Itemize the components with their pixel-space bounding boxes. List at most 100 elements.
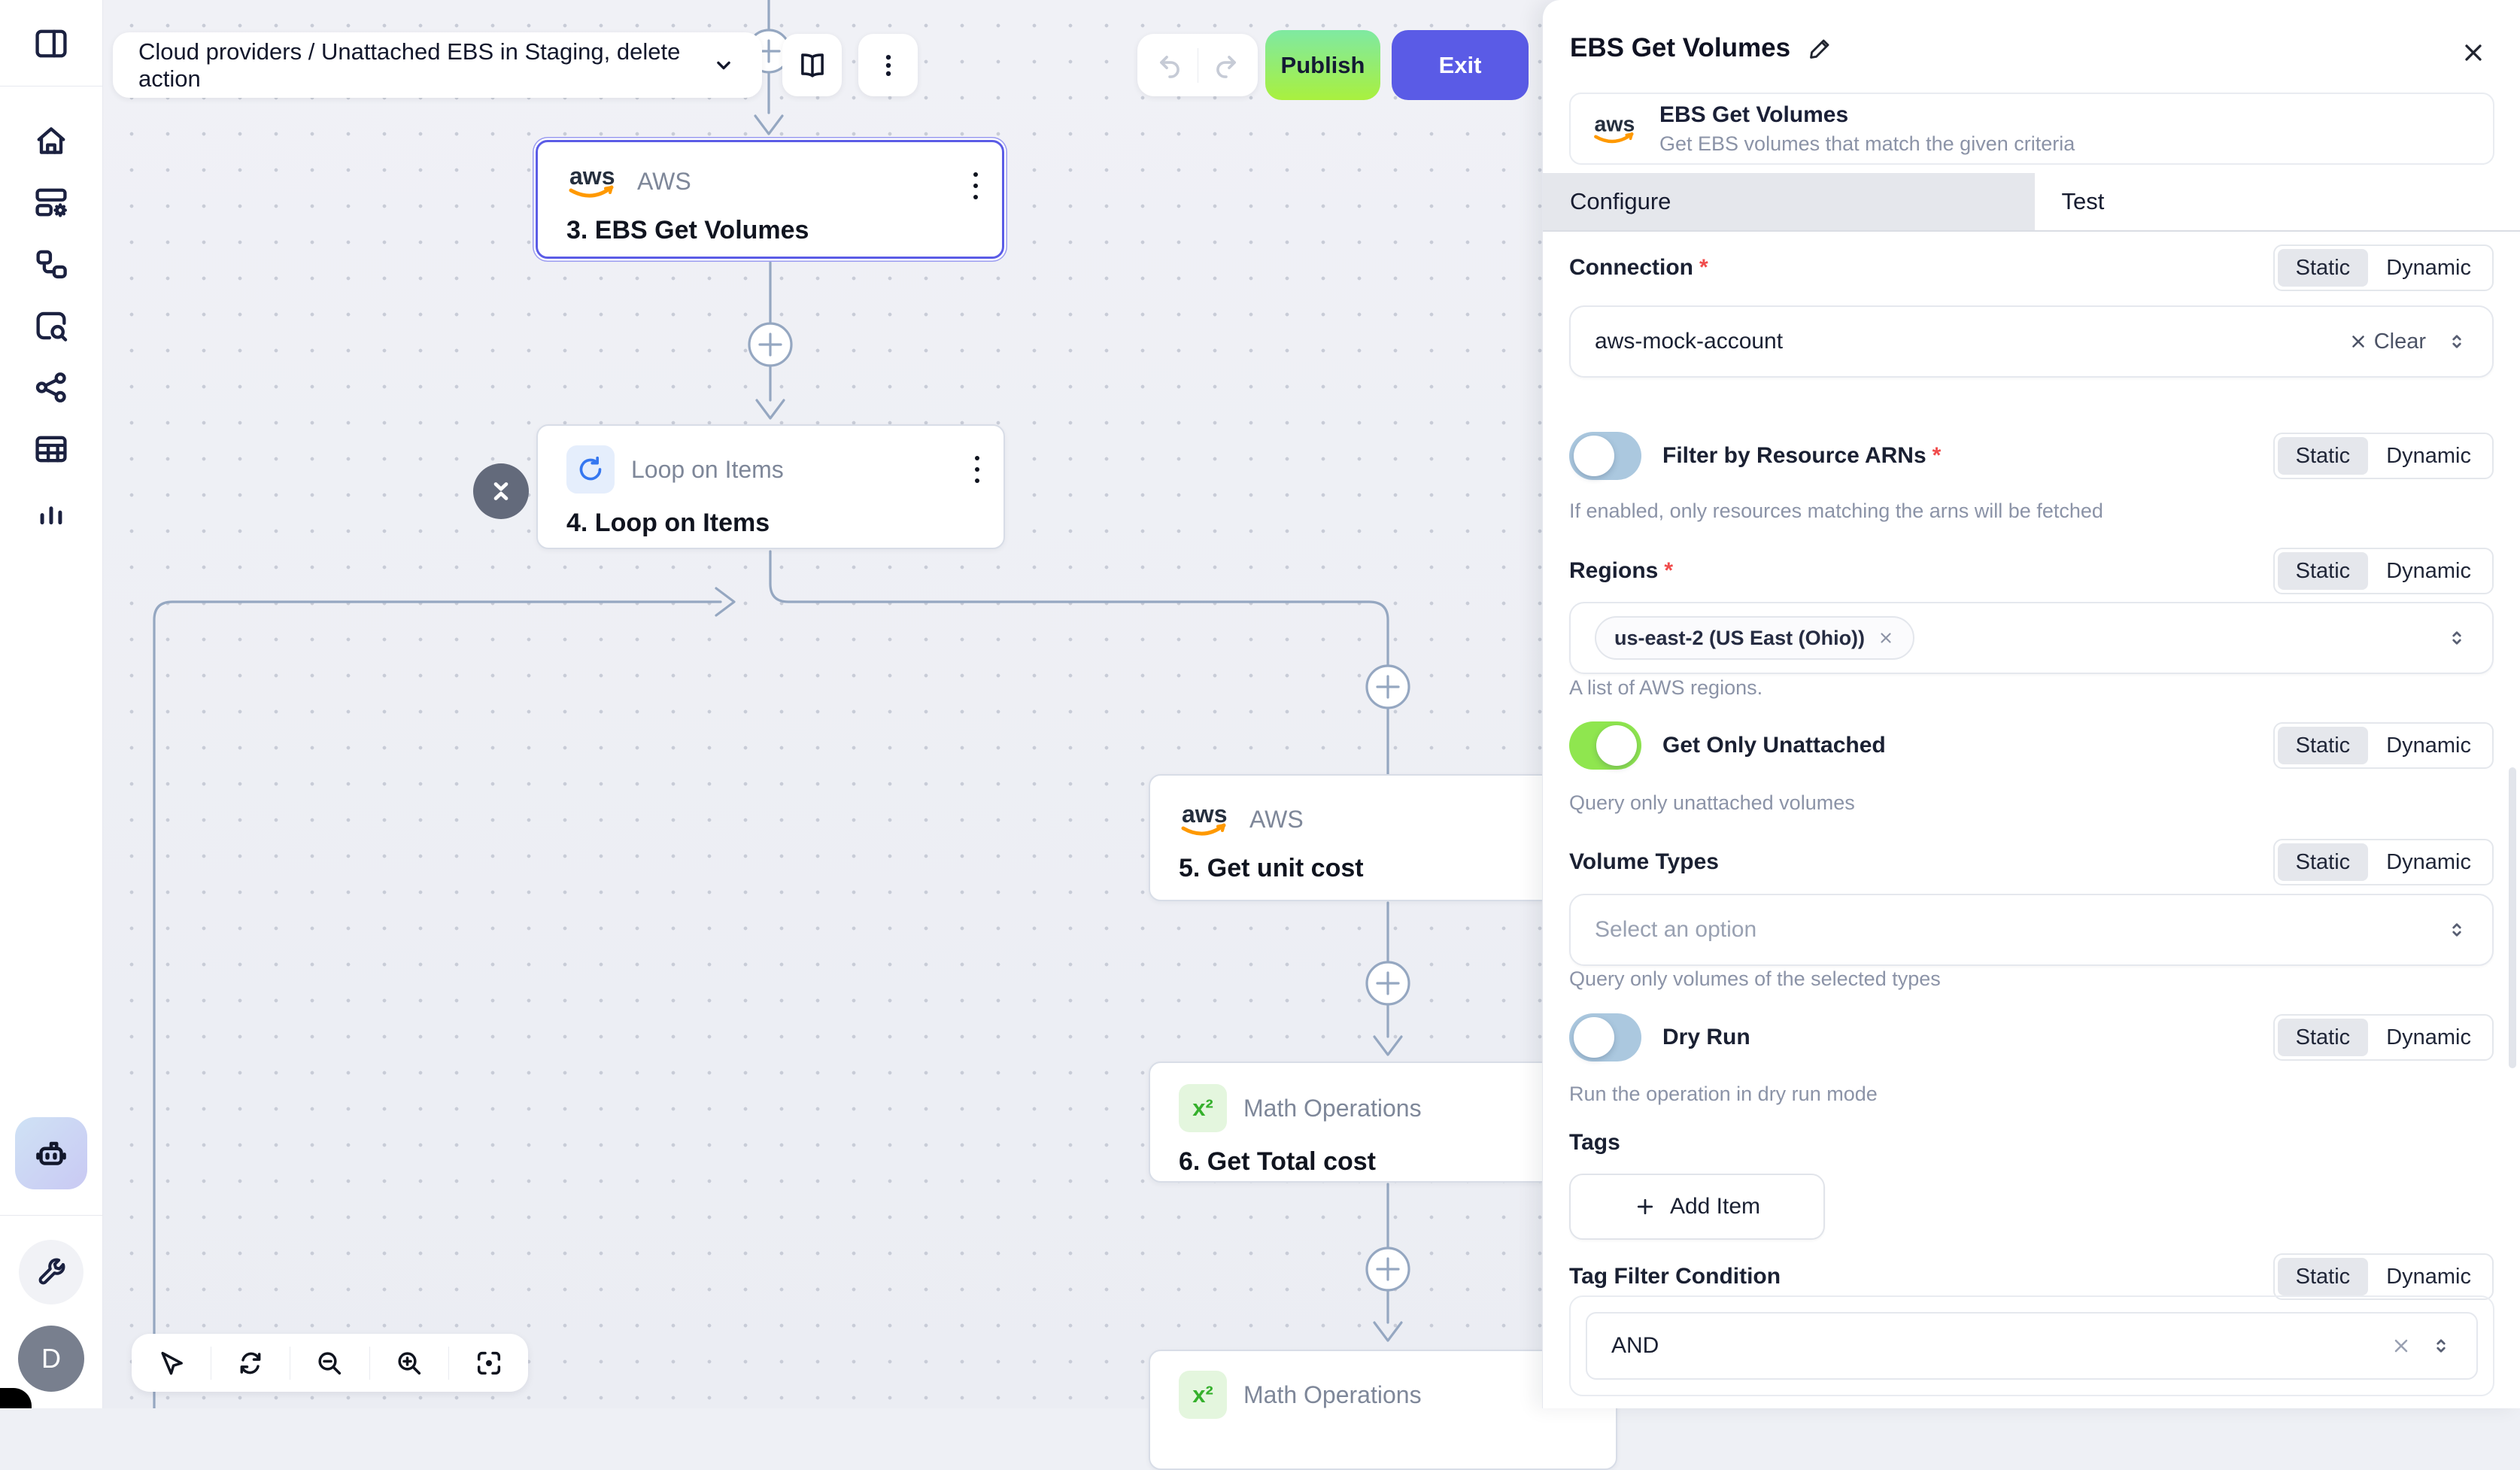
aws-logo-icon: aws (1179, 800, 1233, 839)
tags-label-row: Tags (1569, 1118, 2494, 1168)
filter-arns-toggle[interactable] (1569, 432, 1641, 480)
undo-button[interactable] (1149, 51, 1190, 80)
node-ebs-get-volumes[interactable]: aws AWS 3. EBS Get Volumes (536, 140, 1004, 259)
static-option[interactable]: Static (2278, 1019, 2369, 1056)
dynamic-option[interactable]: Dynamic (2368, 843, 2489, 881)
dynamic-option[interactable]: Dynamic (2368, 437, 2489, 475)
dry-run-toggle[interactable] (1569, 1013, 1641, 1061)
workflow-selector-dropdown[interactable]: Cloud providers / Unattached EBS in Stag… (113, 32, 762, 98)
tag-filter-group: AND (1569, 1295, 2494, 1396)
static-option[interactable]: Static (2278, 437, 2369, 475)
kebab-menu-icon (873, 50, 903, 80)
edit-name-icon[interactable] (1807, 35, 1834, 62)
close-panel-button[interactable] (2457, 36, 2490, 69)
dynamic-option[interactable]: Dynamic (2368, 552, 2489, 590)
volume-types-static-dynamic: Static Dynamic (2273, 839, 2494, 885)
sidebar-item-analytics[interactable] (30, 490, 72, 532)
tag-filter-condition-label-row: Tag Filter Condition Static Dynamic (1569, 1252, 2494, 1301)
canvas-menu-button[interactable] (858, 34, 918, 96)
node-app-label: AWS (637, 168, 691, 196)
node-app-label: Math Operations (1243, 1095, 1422, 1122)
regions-multiselect[interactable]: us-east-2 (US East (Ohio)) (1569, 602, 2494, 674)
tab-configure[interactable]: Configure (1543, 173, 2035, 230)
sidebar-item-builder[interactable] (30, 181, 72, 223)
exit-button[interactable]: Exit (1392, 30, 1529, 100)
canvas-tools (132, 1334, 528, 1392)
get-only-unattached-toggle[interactable] (1569, 721, 1641, 770)
node-app-label: Math Operations (1243, 1381, 1422, 1409)
static-option[interactable]: Static (2278, 843, 2369, 881)
node-menu-button[interactable] (970, 451, 984, 487)
action-config-panel: EBS Get Volumes aws EBS Get Volumes Get … (1542, 0, 2520, 1408)
select-chevrons-icon (2446, 330, 2468, 353)
tab-test[interactable]: Test (2035, 173, 2520, 230)
sidebar-item-workflows[interactable] (30, 243, 72, 285)
volume-types-select[interactable]: Select an option (1569, 894, 2494, 966)
zoom-out-button[interactable] (307, 1341, 352, 1386)
node-menu-button[interactable] (969, 168, 982, 204)
sidebar-item-tables[interactable] (30, 428, 72, 470)
svg-text:aws: aws (1182, 800, 1227, 828)
clear-connection-button[interactable]: Clear (2348, 330, 2426, 354)
pointer-tool-button[interactable] (148, 1341, 193, 1386)
dynamic-option[interactable]: Dynamic (2368, 727, 2489, 764)
fit-view-button[interactable] (466, 1341, 512, 1386)
ai-assistant-button[interactable] (15, 1117, 87, 1189)
book-icon (797, 50, 828, 81)
refresh-button[interactable] (228, 1341, 273, 1386)
aws-logo-icon: aws (566, 162, 621, 201)
static-option[interactable]: Static (2278, 727, 2369, 764)
dynamic-option[interactable]: Dynamic (2368, 1019, 2489, 1056)
volume-types-helper: Query only volumes of the selected types (1569, 967, 1941, 991)
chevron-down-icon (711, 53, 736, 78)
static-option[interactable]: Static (2278, 552, 2369, 590)
node-title: 5. Get unit cost (1179, 854, 1593, 883)
action-summary-card: aws EBS Get Volumes Get EBS volumes that… (1569, 93, 2494, 165)
dynamic-option[interactable]: Dynamic (2368, 249, 2489, 287)
get-only-unattached-helper: Query only unattached volumes (1569, 791, 1855, 815)
docs-button[interactable] (782, 34, 842, 96)
volume-types-label-row: Volume Types Static Dynamic (1569, 837, 2494, 887)
filter-arns-helper: If enabled, only resources matching the … (1569, 500, 2103, 523)
node-app-label: Loop on Items (631, 456, 784, 484)
wrench-icon (34, 1255, 68, 1289)
workflow-name: Cloud providers / Unattached EBS in Stag… (138, 38, 711, 93)
remove-chip-icon[interactable] (1877, 629, 1895, 647)
redo-button[interactable] (1206, 51, 1246, 80)
clear-value-icon[interactable] (2391, 1335, 2412, 1356)
static-option[interactable]: Static (2278, 249, 2369, 287)
get-only-unattached-row: Get Only Unattached Static Dynamic (1569, 721, 2494, 770)
connection-label-row: Connection* Static Dynamic (1569, 243, 2494, 293)
regions-helper: A list of AWS regions. (1569, 676, 1762, 700)
panel-title: EBS Get Volumes (1570, 33, 1790, 63)
sidebar-item-share[interactable] (30, 366, 72, 409)
dynamic-option[interactable]: Dynamic (2368, 1258, 2489, 1295)
collapse-sidebar-button[interactable] (30, 23, 72, 65)
plus-icon (1634, 1195, 1656, 1218)
action-description: Get EBS volumes that match the given cri… (1659, 132, 2075, 156)
add-tag-item-button[interactable]: Add Item (1569, 1174, 1825, 1240)
sidebar-item-explore[interactable] (30, 305, 72, 347)
panel-scrollbar[interactable] (2509, 767, 2516, 1068)
sidebar-item-home[interactable] (30, 120, 72, 162)
aws-logo-icon: aws (1592, 110, 1640, 147)
panel-tabs: Configure Test (1543, 173, 2520, 232)
zoom-in-button[interactable] (387, 1341, 432, 1386)
node-loop-on-items[interactable]: Loop on Items 4. Loop on Items (536, 424, 1005, 549)
static-option[interactable]: Static (2278, 1258, 2369, 1295)
connection-select[interactable]: aws-mock-account Clear (1569, 305, 2494, 378)
user-avatar[interactable]: D (18, 1326, 84, 1392)
publish-button[interactable]: Publish (1265, 30, 1380, 100)
undo-redo-group (1137, 34, 1258, 96)
math-operations-icon: x² (1179, 1371, 1227, 1419)
node-title: 4. Loop on Items (566, 509, 981, 538)
tag-filter-condition-select[interactable]: AND (1586, 1312, 2478, 1380)
region-chip[interactable]: us-east-2 (US East (Ohio)) (1595, 616, 1914, 660)
connection-static-dynamic: Static Dynamic (2273, 244, 2494, 291)
dry-run-static-dynamic: Static Dynamic (2273, 1014, 2494, 1061)
settings-button[interactable] (19, 1240, 83, 1304)
loop-icon (566, 445, 615, 494)
collapse-loop-button[interactable] (473, 463, 529, 519)
app-sidebar: D (0, 0, 103, 1408)
dry-run-helper: Run the operation in dry run mode (1569, 1083, 1878, 1106)
